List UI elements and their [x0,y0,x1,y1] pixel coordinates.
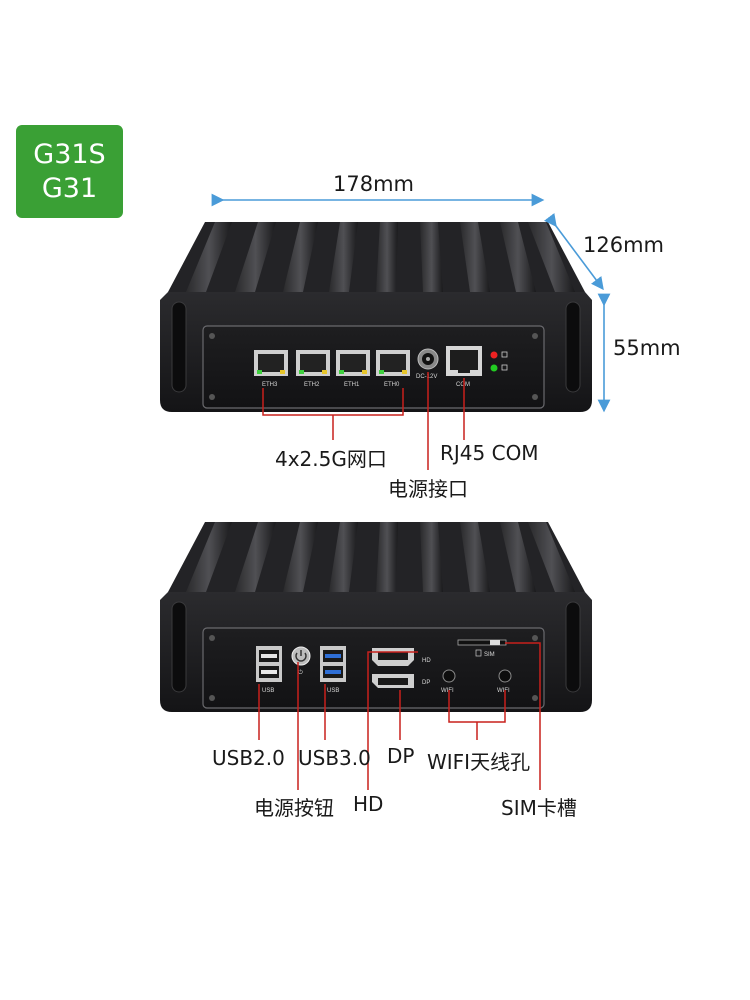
dp-label: DP [422,680,430,686]
com-port: COM [446,346,482,388]
back-io-panel [202,627,545,709]
dc-jack: DC-12V [416,348,439,380]
wifi-left-label: WIFI [441,688,454,694]
sim-label: SIM [484,652,495,658]
back-device: USB ⏻ USB HD DP [160,522,592,712]
back-heatsink-fins [168,522,585,592]
callout-wifi: WIFI天线孔 [427,750,531,774]
model-badge: G31S G31 [16,125,123,218]
com-label: COM [456,382,470,388]
dp-port: DP [372,674,430,688]
led-indicator-icon [490,364,498,372]
front-callout-lines [262,372,465,470]
eth-port-eth3: ETH3 [254,350,288,388]
callout-power-port: 电源接口 [388,477,468,501]
sim-icon [475,649,482,657]
led-indicator-icon [490,351,498,359]
eth-label-eth2: ETH2 [304,382,320,388]
power-icon [295,650,307,662]
callout-dp: DP [387,744,415,768]
front-heatsink-fins [168,222,585,292]
model-badge-line2: G31 [41,172,98,204]
eth-port-eth2: ETH2 [296,350,330,388]
usb3-label: USB [327,688,339,694]
svg-text:⏻: ⏻ [298,669,303,676]
callout-sim: SIM卡槽 [501,796,577,820]
power-button[interactable]: ⏻ [291,646,311,676]
usb2-label: USB [262,688,274,694]
hd-label: HD [422,658,431,664]
dimension-height: 55mm [613,336,681,360]
dc-label: DC-12V [416,374,437,380]
callout-rj45-com: RJ45 COM [440,441,539,465]
eth-label-eth1: ETH1 [344,382,360,388]
callout-power-button: 电源按钮 [254,796,334,820]
callout-hd: HD [353,792,384,816]
usb3-port-stack: USB [320,646,346,694]
dimension-lines [211,193,611,413]
eth-label-eth0: ETH0 [384,382,400,388]
eth-label-eth3: ETH3 [262,382,278,388]
eth-port-eth1: ETH1 [336,350,370,388]
wifi-antenna-left: WIFI [441,669,456,694]
callout-lan-ports: 4x2.5G网口 [275,447,387,471]
front-device: ETH3 ETH2 ETH1 ETH0 [160,222,592,412]
callout-usb3: USB3.0 [298,746,371,770]
wifi-antenna-right: WIFI [497,669,512,694]
usb2-port-stack: USB [256,646,282,694]
model-badge-line1: G31S [33,138,106,170]
eth-port-eth0: ETH0 [376,350,410,388]
back-callout-lines [258,642,541,790]
dimension-width: 178mm [333,172,414,196]
callout-usb2: USB2.0 [212,746,285,770]
eth-port-group: ETH3 ETH2 ETH1 ETH0 [254,350,410,388]
dimension-depth: 126mm [583,233,664,257]
wifi-right-label: WIFI [497,688,510,694]
